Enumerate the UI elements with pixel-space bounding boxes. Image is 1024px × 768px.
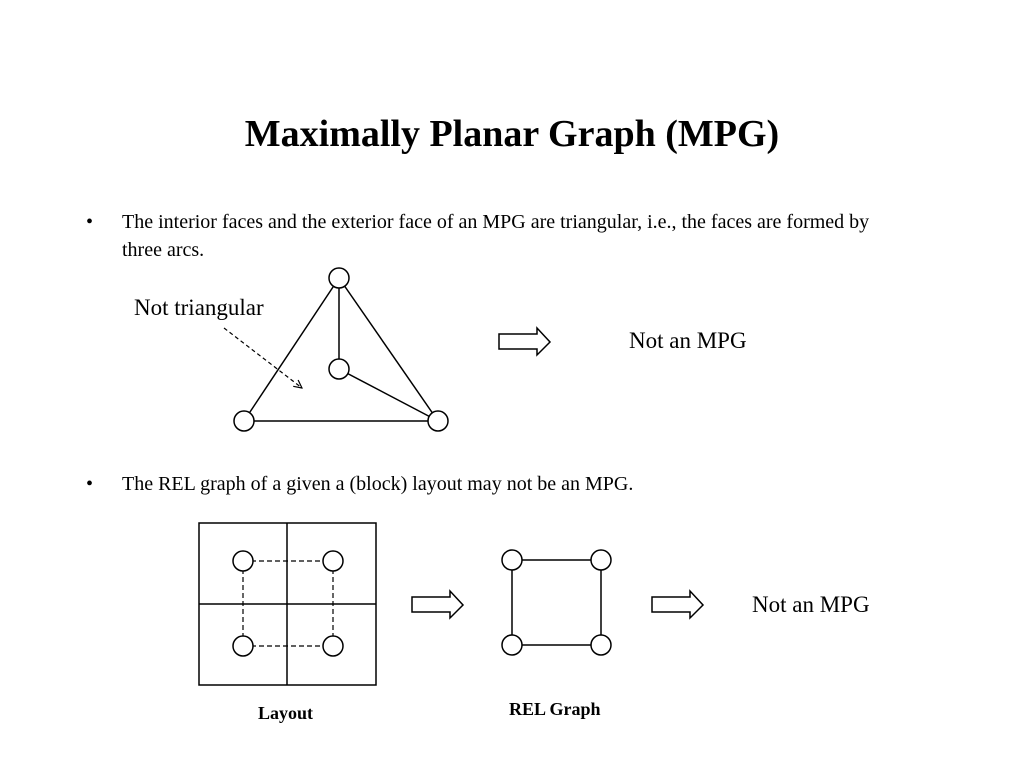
edge-top-left: [243, 277, 340, 422]
rel-graph: [501, 549, 612, 656]
rel-graph-caption: REL Graph: [509, 699, 601, 719]
rel-node-bottom-right: [590, 634, 612, 656]
node-top: [328, 267, 350, 289]
implies-arrow-icon: [411, 589, 465, 620]
result-label-2: Not an MPG: [752, 592, 870, 617]
graph-not-triangular: [233, 267, 449, 432]
bullet-marker-2: •: [86, 473, 94, 495]
implies-arrow-icon: [651, 589, 705, 620]
rel-node-top-left: [501, 549, 523, 571]
slide-title: Maximally Planar Graph (MPG): [244, 113, 780, 155]
block-layout: [198, 522, 377, 686]
not-triangular-label: Not triangular: [134, 295, 264, 320]
layout-node-bottom-left: [232, 635, 254, 657]
bullet-text-1: The interior faces and the exterior face…: [122, 211, 870, 261]
result-label-1: Not an MPG: [629, 328, 747, 353]
bullet-text-2: The REL graph of a given a (block) layou…: [122, 473, 634, 495]
node-inner: [328, 358, 350, 380]
layout-node-top-left: [232, 550, 254, 572]
layout-node-bottom-right: [322, 635, 344, 657]
rel-node-top-right: [590, 549, 612, 571]
rel-node-bottom-left: [501, 634, 523, 656]
node-bottom-right: [427, 410, 449, 432]
edge-inner-right: [338, 368, 439, 422]
node-bottom-left: [233, 410, 255, 432]
implies-arrow-icon: [498, 326, 552, 357]
layout-node-top-right: [322, 550, 344, 572]
bullet-marker-1: •: [86, 211, 94, 233]
dashed-pointer-arrow: [223, 327, 302, 388]
rel-graph-edges: [511, 559, 602, 646]
edge-top-right: [338, 277, 439, 422]
layout-caption: Layout: [258, 703, 314, 723]
